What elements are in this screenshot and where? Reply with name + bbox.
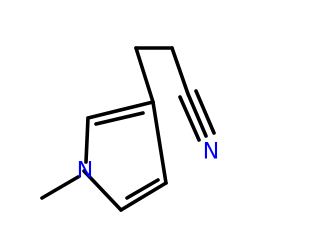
bond-c2-c3 [119,181,168,212]
bond-c4-c5-inner [94,111,145,126]
structure-diagram: N N [40,46,219,212]
bond-c2-c3-inner [125,178,160,200]
bond-c4-ch2a [134,46,155,104]
bond-ch2b-cnitrile [170,46,190,96]
molecule-canvas: N N [40,46,220,212]
bond-c3-c4 [151,100,168,185]
bond-triple-right [194,89,216,135]
bond-triple-left [178,95,201,142]
nitrile-nitrogen-label: N [203,140,219,165]
ring-nitrogen-label: N [77,159,93,184]
bond-triple-center [186,92,208,138]
bond-c5-n1 [84,116,90,164]
bond-n1-c2 [82,169,123,212]
bond-c4-c5 [86,100,155,120]
bond-n1-methyl [40,175,80,200]
